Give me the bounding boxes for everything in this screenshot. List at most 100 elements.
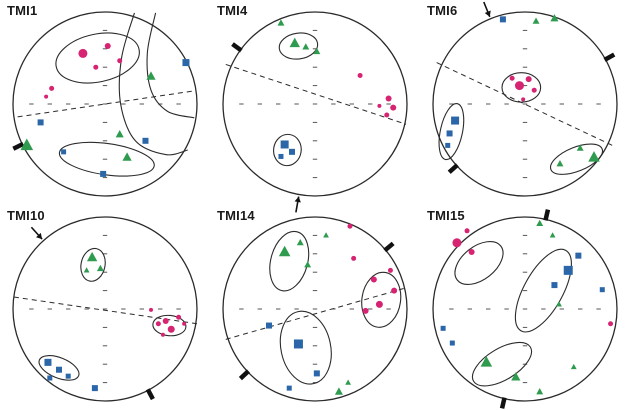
pink-circles	[149, 307, 187, 337]
data-point	[532, 17, 540, 24]
data-point	[182, 321, 187, 326]
data-point	[464, 228, 470, 234]
data-point	[278, 245, 291, 257]
trend-dashed-line	[225, 63, 407, 125]
rim-tick-mark	[603, 52, 616, 62]
data-point	[289, 148, 295, 155]
data-point	[391, 287, 398, 294]
stereonet-panel-tmi1: TMI1	[0, 0, 210, 205]
data-point	[451, 116, 460, 125]
stereonet-plot-tmi4	[210, 0, 420, 213]
data-point	[514, 81, 524, 91]
stereonet-panel-tmi6: TMI6	[420, 0, 630, 205]
panel-title: TMI6	[427, 3, 458, 18]
data-point	[65, 373, 71, 379]
data-point	[334, 387, 343, 395]
confidence-ellipse	[438, 103, 465, 161]
data-point	[293, 339, 303, 349]
data-point	[122, 152, 132, 161]
stereonet-svg	[12, 11, 198, 197]
data-point	[377, 103, 382, 108]
data-point	[49, 85, 55, 91]
trend-dashed-line	[17, 90, 193, 118]
data-point	[575, 252, 582, 259]
confidence-ellipse	[279, 310, 332, 385]
data-point	[182, 59, 190, 67]
blue-squares	[278, 140, 295, 159]
confidence-ellipse	[454, 241, 504, 285]
data-point	[289, 37, 300, 48]
pink-circles	[44, 43, 123, 99]
data-point	[390, 104, 397, 111]
data-point	[37, 119, 44, 126]
data-point	[351, 255, 357, 261]
data-point	[83, 267, 90, 273]
data-point	[536, 219, 544, 226]
data-point	[323, 232, 329, 238]
green-triangles	[20, 71, 156, 161]
data-point	[78, 48, 88, 58]
rim-arrow-head	[294, 196, 301, 203]
data-point	[313, 370, 320, 377]
data-point	[608, 321, 614, 327]
data-point	[449, 340, 455, 346]
data-point	[91, 385, 98, 392]
data-point	[347, 223, 353, 229]
trend-dashed-line	[225, 287, 407, 340]
stereonet-svg	[222, 11, 408, 213]
data-point	[104, 43, 111, 50]
data-point	[44, 94, 49, 99]
data-point	[277, 19, 285, 26]
data-point	[499, 16, 506, 23]
green-triangles	[480, 219, 577, 395]
data-point	[280, 140, 289, 149]
rim-arrow-head	[484, 10, 491, 17]
data-point	[100, 170, 107, 177]
pink-circles	[452, 228, 614, 327]
pink-circles	[357, 72, 397, 118]
data-point	[115, 129, 124, 138]
data-point	[521, 97, 526, 102]
data-point	[468, 248, 475, 255]
data-point	[266, 322, 272, 329]
green-triangles	[532, 14, 600, 167]
data-point	[149, 307, 153, 312]
confidence-ellipse	[514, 248, 572, 333]
data-point	[176, 314, 182, 320]
data-point	[551, 282, 558, 289]
pink-circles	[347, 223, 398, 314]
data-point	[304, 261, 312, 268]
data-point	[345, 379, 351, 385]
blue-squares	[266, 322, 320, 391]
data-point	[93, 64, 99, 70]
data-point	[96, 264, 104, 272]
confidence-ellipse	[471, 341, 533, 387]
data-point	[445, 142, 451, 148]
blue-squares	[445, 16, 506, 148]
data-point	[362, 307, 369, 314]
data-point	[536, 388, 544, 395]
data-point	[370, 276, 377, 283]
data-point	[142, 137, 149, 144]
data-point	[313, 47, 321, 55]
data-point	[576, 144, 584, 151]
data-point	[563, 265, 573, 275]
grid-ticks	[449, 234, 601, 384]
data-point	[296, 239, 304, 246]
data-point	[160, 332, 165, 337]
data-point	[162, 317, 169, 324]
data-point	[525, 76, 532, 83]
pink-circles	[509, 75, 537, 102]
rim-tick-mark	[231, 42, 243, 53]
rim-tick-mark	[447, 163, 459, 174]
rim-tick-mark	[499, 397, 507, 409]
stereonet-panel-tmi15: TMI15	[420, 205, 630, 410]
rim-arrow-head	[36, 232, 43, 240]
data-point	[440, 325, 446, 331]
panel-title: TMI10	[7, 208, 45, 223]
stereonet-panel-tmi10: TMI10	[0, 205, 210, 410]
data-point	[570, 363, 577, 370]
data-point	[61, 149, 67, 155]
data-point	[387, 267, 393, 273]
stereonet-plot-tmi10	[0, 205, 210, 410]
